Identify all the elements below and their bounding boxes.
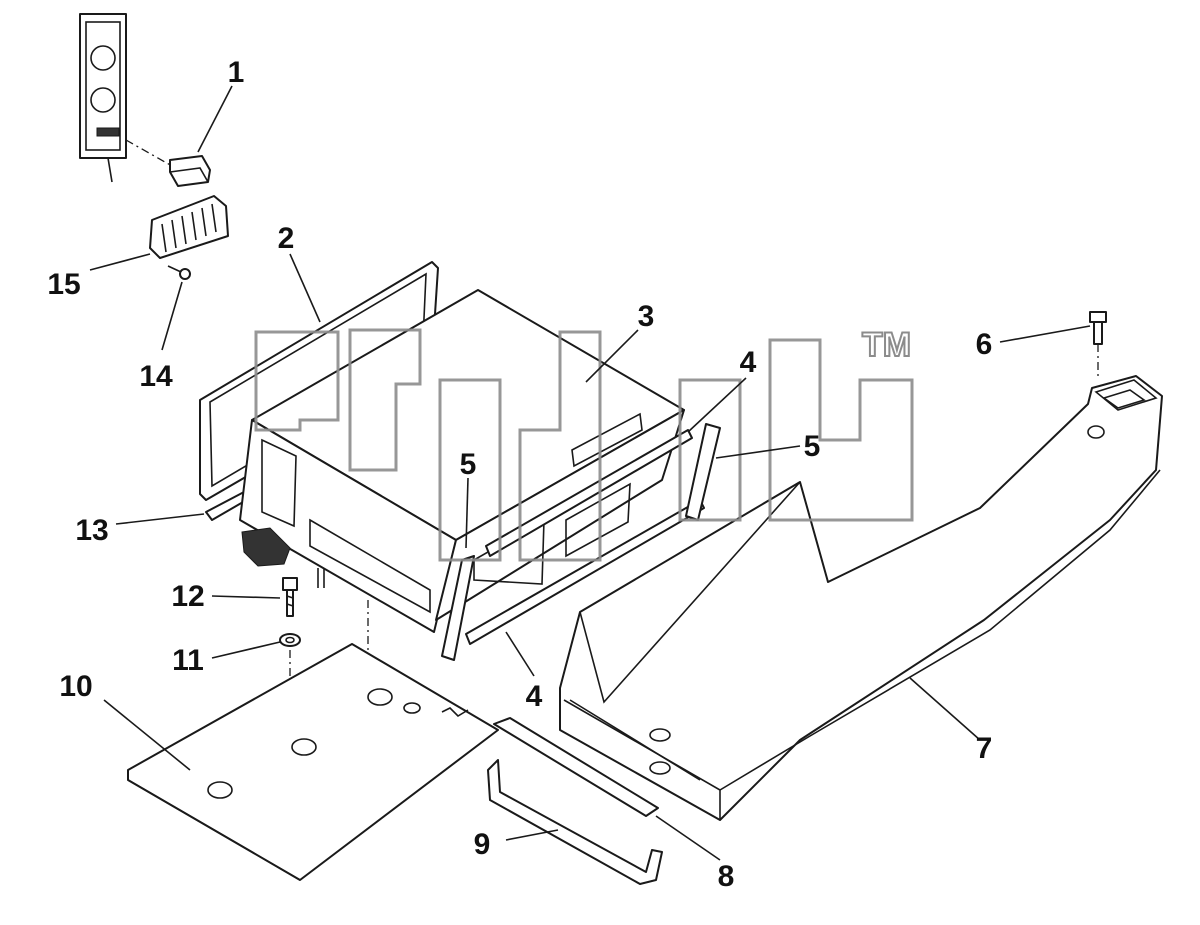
callout-labels: 1 2 3 4 4 5 5 6 7 8 9 10 11 12 13 14 15 xyxy=(47,56,992,893)
callout-5-right: 5 xyxy=(804,430,821,463)
screw-14 xyxy=(167,265,191,280)
callout-11: 11 xyxy=(172,644,204,677)
connector-plug xyxy=(125,139,211,187)
callout-4-top: 4 xyxy=(740,346,757,379)
duct-7 xyxy=(559,375,1163,821)
callout-2: 2 xyxy=(278,222,295,255)
callout-7: 7 xyxy=(976,732,993,765)
vent-grille xyxy=(149,195,229,259)
bolt-12 xyxy=(282,577,298,617)
post-5-left xyxy=(441,555,475,661)
callout-15: 15 xyxy=(47,268,80,301)
callout-1: 1 xyxy=(228,56,245,89)
callout-3: 3 xyxy=(638,300,655,333)
callout-12: 12 xyxy=(171,580,204,613)
callout-4-bottom: 4 xyxy=(526,680,543,713)
washer-11 xyxy=(279,633,301,647)
leader-lines xyxy=(89,85,1091,861)
u-bracket-9 xyxy=(487,759,663,885)
base-plate xyxy=(127,643,499,881)
rail-4-bottom xyxy=(465,499,705,645)
wall-panel xyxy=(79,13,127,183)
bar-8 xyxy=(493,717,659,817)
callout-14: 14 xyxy=(139,360,173,393)
screw-6 xyxy=(1089,311,1107,380)
callout-13: 13 xyxy=(75,514,108,547)
rail-4-top xyxy=(485,429,693,557)
callout-8: 8 xyxy=(718,860,735,893)
callout-9: 9 xyxy=(474,828,491,861)
watermark-tm: TM xyxy=(862,326,911,364)
watermark-logo xyxy=(254,328,914,562)
callout-6: 6 xyxy=(976,328,993,361)
callout-10: 10 xyxy=(59,670,92,703)
callout-5-left: 5 xyxy=(460,448,477,481)
